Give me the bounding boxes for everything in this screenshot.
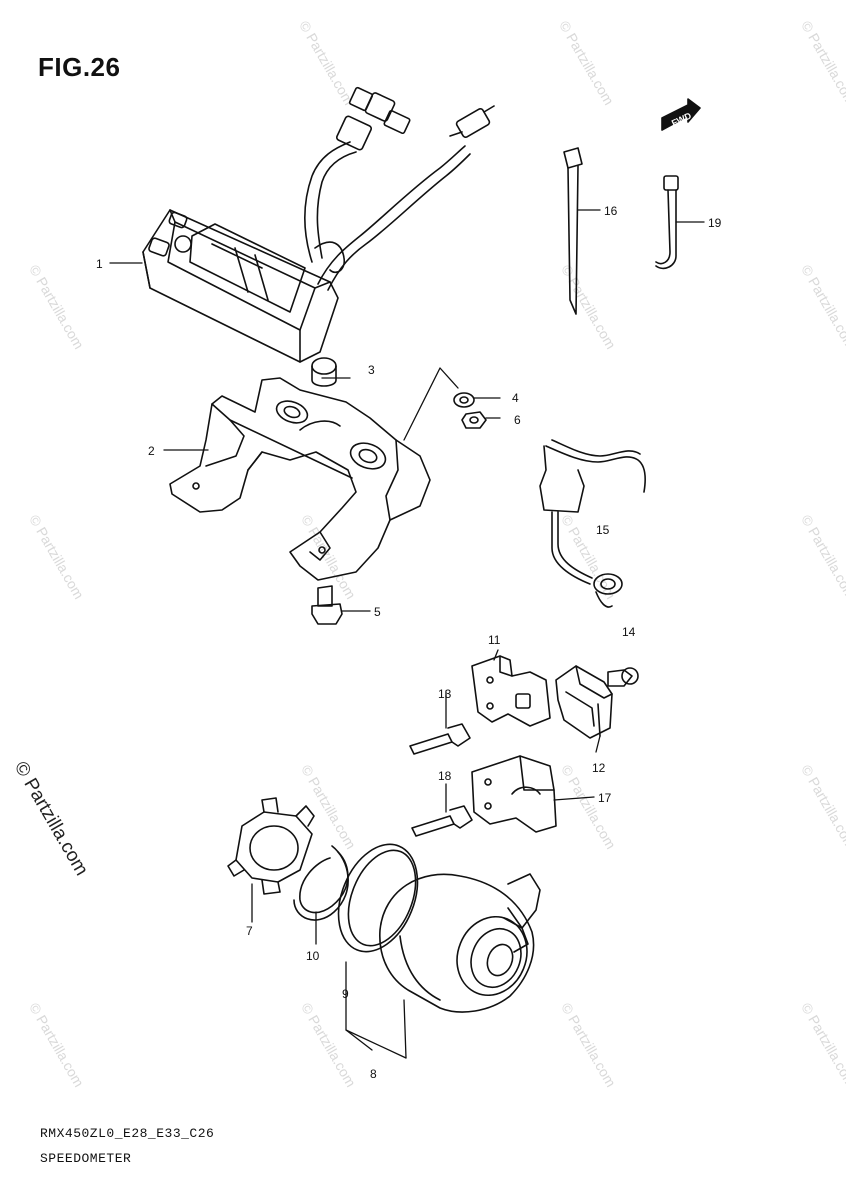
- wire-clamp: [555, 665, 613, 739]
- callout-2: 2: [148, 444, 155, 458]
- callout-numbers: 1 2 3 4 5 6 7 8 9 10 11 12 13 14 15 16 1…: [96, 204, 722, 1081]
- callout-1: 1: [96, 257, 103, 271]
- callout-9: 9: [342, 987, 349, 1001]
- callout-6: 6: [514, 413, 521, 427]
- washer: [453, 392, 475, 408]
- callout-10: 10: [306, 949, 320, 963]
- speedometer-unit: [142, 86, 495, 363]
- sensor-bracket: [471, 655, 551, 727]
- callout-15: 15: [596, 523, 610, 537]
- cable-clamp: [655, 175, 679, 270]
- callout-13: 13: [438, 687, 452, 701]
- cable-tie: [563, 147, 583, 315]
- nut: [461, 411, 487, 429]
- callout-19: 19: [708, 216, 722, 230]
- callout-8: 8: [370, 1067, 377, 1081]
- leader-lines: [109, 209, 705, 1059]
- cushion: [311, 357, 337, 387]
- callout-3: 3: [368, 363, 375, 377]
- sensor-rotor: [227, 797, 315, 895]
- callout-17: 17: [598, 791, 612, 805]
- mounting-bracket: [169, 377, 431, 581]
- callout-4: 4: [512, 391, 519, 405]
- callout-7: 7: [246, 924, 253, 938]
- bolt: [311, 585, 343, 625]
- callout-18: 18: [438, 769, 452, 783]
- fwd-direction-marker: FWD: [661, 98, 701, 131]
- callout-14: 14: [622, 625, 636, 639]
- callout-12: 12: [592, 761, 606, 775]
- figure-title: FIG.26: [38, 52, 121, 82]
- sensor-bolt: [409, 723, 471, 755]
- plate-bolt: [411, 805, 473, 837]
- wire-guide: [539, 439, 646, 608]
- callout-11: 11: [488, 633, 501, 647]
- callout-5: 5: [374, 605, 381, 619]
- assembly-name: SPEEDOMETER: [40, 1151, 132, 1166]
- clamp-screw: [607, 667, 639, 687]
- seal-ring: [337, 843, 419, 953]
- clamp-plate: [471, 755, 557, 833]
- model-code: RMX450ZL0_E28_E33_C26: [40, 1126, 215, 1141]
- sensor-assembly: [379, 873, 541, 1013]
- circlip: [293, 845, 349, 921]
- callout-16: 16: [604, 204, 618, 218]
